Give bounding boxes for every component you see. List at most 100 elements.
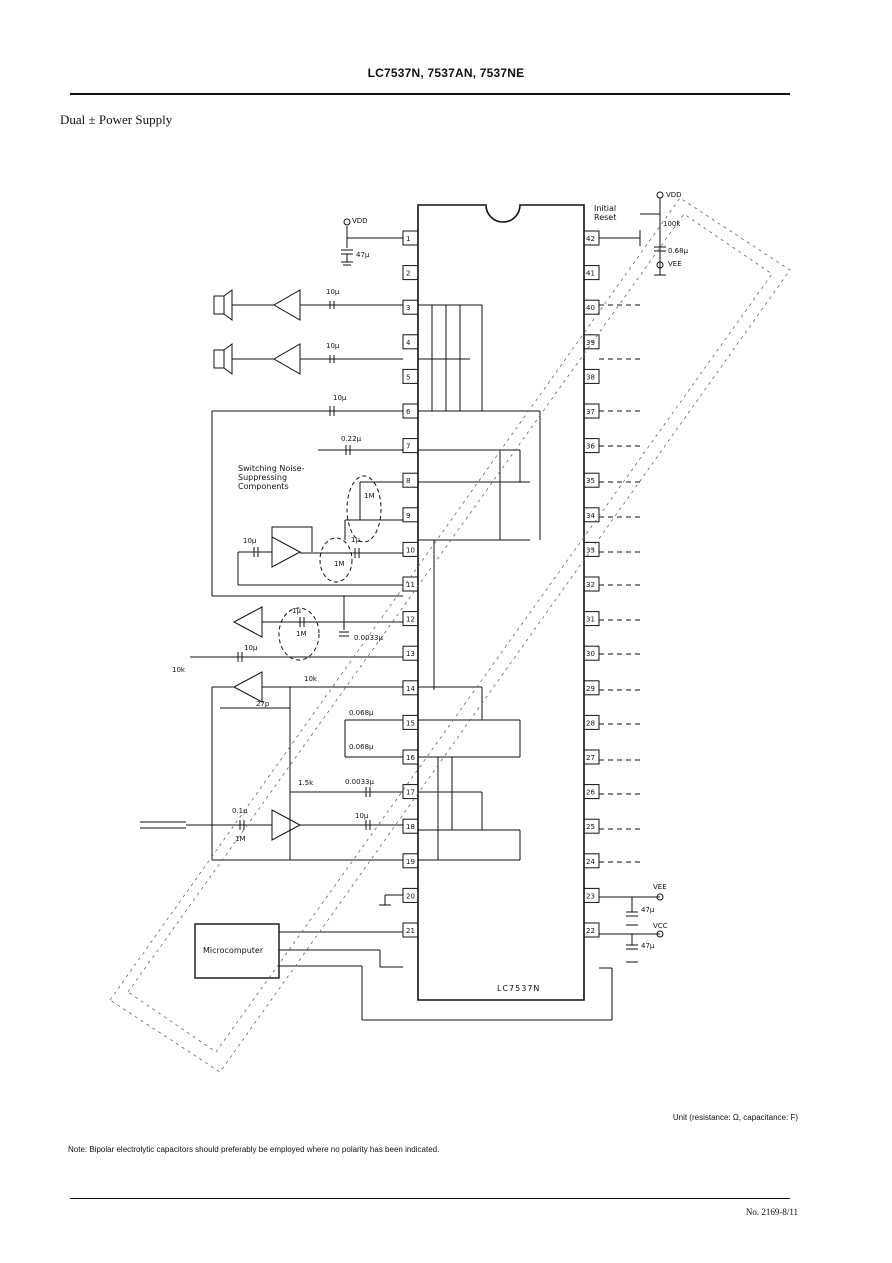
label-1u-a: 1µ [351,536,360,544]
right-pin-number-25: 25 [586,823,595,831]
right-pin-box-32 [583,576,600,592]
right-pin-box-35 [583,472,600,488]
label-10u-pin5: 10µ [333,394,347,402]
label-1u-b: 1µ [292,607,301,615]
footer-rule [70,1198,790,1199]
right-pin-box-23 [583,887,600,903]
right-pin-number-38: 38 [586,373,595,381]
left-pin-number-14: 14 [406,685,415,693]
label-vdd-top: VDD [352,217,368,225]
label-10k-left: 10k [172,666,186,674]
label-0-0033u: 0.0033µ [354,634,383,642]
left-pin-number-17: 17 [406,789,415,797]
ic-label: LC7537N [497,984,540,993]
left-pin-number-7: 7 [406,443,410,451]
right-pin-box-34 [583,507,600,523]
right-pin-number-26: 26 [586,789,595,797]
left-pin-number-8: 8 [406,477,410,485]
left-pin-number-11: 11 [406,581,415,589]
unit-note: Unit (resistance: Ω, capacitance: F) [672,1113,798,1122]
right-pin-number-23: 23 [586,892,595,900]
left-pin-number-12: 12 [406,616,415,624]
left-pin-box-9 [402,507,419,523]
right-pin-box-25 [583,818,600,834]
label-10u-pin17: 10µ [355,812,369,820]
right-pin-number-34: 34 [586,512,595,520]
right-pin-number-30: 30 [586,650,595,658]
left-pin-box-14 [402,680,419,696]
label-0-22u: 0.22µ [341,435,362,443]
ic-body [417,204,585,1001]
label-initial: Initial [594,204,616,213]
left-pin-number-13: 13 [406,650,415,658]
label-noise-1: Switching Noise- [238,464,305,473]
right-pin-box-22 [583,922,600,938]
left-pin-box-10 [402,541,419,557]
label-noise-2: Suppressing [238,473,287,482]
label-27p: 27p [256,700,270,708]
left-pin-box-15 [402,714,419,730]
left-pin-box-12 [402,611,419,627]
left-pin-box-8 [402,472,419,488]
right-pin-box-29 [583,680,600,696]
right-pin-box-24 [583,853,600,869]
left-pin-number-5: 5 [406,373,410,381]
right-pin-box-28 [583,714,600,730]
label-47u-vcc: 47µ [641,942,655,950]
left-pin-box-5 [402,368,419,384]
label-microcomputer: Microcomputer [203,946,264,955]
left-pin-number-18: 18 [406,823,415,831]
label-vdd-right: VDD [666,191,682,199]
section-title: Dual ± Power Supply [60,112,173,127]
label-reset: Reset [594,213,616,222]
label-10u-pin3: 10µ [326,288,340,296]
label-noise-3: Components [238,482,289,491]
label-10u-pin4: 10µ [326,342,340,350]
left-pin-box-2 [402,265,419,281]
right-pin-box-39 [583,334,600,350]
right-pin-number-36: 36 [586,443,595,451]
header-rule [70,93,790,95]
doc-number: No. 2169-8/11 [745,1207,798,1217]
label-1m-d: 1M [235,835,246,843]
right-pin-number-24: 24 [586,858,595,866]
right-pin-box-26 [583,784,600,800]
right-pin-number-35: 35 [586,477,595,485]
label-47u-pin1: 47µ [356,251,370,259]
note-text: Note: Bipolar electrolytic capacitors sh… [68,1145,440,1154]
left-pin-box-3 [402,299,419,315]
left-pin-box-7 [402,438,419,454]
right-pin-number-33: 33 [586,546,595,554]
label-0-68u: 0.68µ [668,247,689,255]
left-pin-box-19 [402,853,419,869]
left-pin-box-21 [402,922,419,938]
label-0-0033u-b: 0.0033µ [345,778,374,786]
left-pin-number-6: 6 [406,408,411,416]
left-pin-number-15: 15 [406,719,415,727]
label-1m-b: 1M [334,560,345,568]
label-1-5k: 1.5k [298,779,314,787]
right-pin-box-40 [583,299,600,315]
page-header-title: LC7537N, 7537AN, 7537NE [367,66,525,80]
right-pin-boxes: 4241403938373635343332313029282726252423… [583,230,600,938]
right-pin-number-37: 37 [586,408,595,416]
label-0-068u-b: 0.068µ [349,743,374,751]
label-10u-opamp: 10µ [243,537,257,545]
label-1m-c: 1M [296,630,307,638]
left-pin-number-9: 9 [406,512,410,520]
label-vee-right-top: VEE [668,260,682,268]
right-pin-box-38 [583,368,600,384]
right-pin-number-29: 29 [586,685,595,693]
left-pin-number-20: 20 [406,892,415,900]
left-pin-number-10: 10 [406,546,415,554]
label-10u-pin12: 10µ [244,644,258,652]
right-pin-number-32: 32 [586,581,595,589]
left-pin-number-19: 19 [406,858,415,866]
label-1m-a: 1M [364,492,375,500]
right-pin-number-39: 39 [586,339,595,347]
right-pin-number-22: 22 [586,927,595,935]
label-0-1u: 0.1µ [232,807,248,815]
right-pin-number-27: 27 [586,754,595,762]
left-pin-number-1: 1 [406,235,410,243]
